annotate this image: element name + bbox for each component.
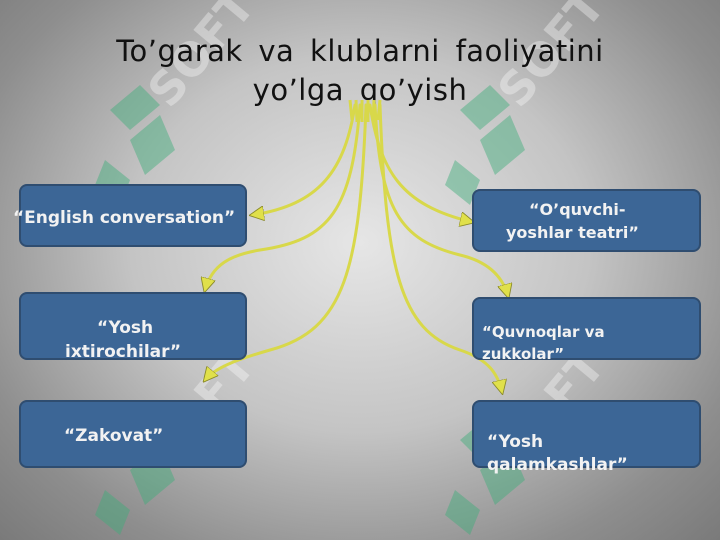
arrow-to-english [252,103,357,215]
box-english-conversation-label: “English conversation” [13,208,236,228]
box-oquvchi-yoshlar-teatri: “O’quvchi- yoshlar teatri” [472,189,701,252]
box-yosh-qalamkashlar: “Yosh qalamkashlar” [472,400,701,475]
arrow-to-qalamkashlar [378,103,502,392]
box-quvnoqlar-line-2: zukkolar” [482,345,565,363]
page-title: To’garak va klublarni faoliyatini yo’lga… [60,32,660,110]
arrow-to-oquvchi [368,103,472,222]
title-line-2: yo’lga qo’yish [252,73,468,107]
box-qalamkashlar-line-2: qalamkashlar” [487,455,628,475]
box-yosh-ixtirochilar-line-1: “Yosh [97,318,154,338]
box-oquvchi-line-1: “O’quvchi- [529,200,626,219]
arrow-to-zakovat [205,103,368,380]
box-yosh-ixtirochilar: “Yosh ixtirochilar” [19,292,247,362]
box-english-conversation: “English conversation” [13,184,247,247]
arrow-to-yosh-ixtirochilar [205,103,362,290]
box-qalamkashlar-line-1: “Yosh [487,432,544,452]
box-zakovat-label: “Zakovat” [64,426,164,446]
box-zakovat: “Zakovat” [19,400,247,468]
box-quvnoqlar-va-zukkolar: “Quvnoqlar va zukkolar” [472,297,701,363]
box-quvnoqlar-line-1: “Quvnoqlar va [482,323,605,341]
box-oquvchi-line-2: yoshlar teatri” [506,223,639,242]
box-yosh-ixtirochilar-line-2: ixtirochilar” [65,342,181,362]
title-line-1: To’garak va klublarni faoliyatini [116,34,604,68]
